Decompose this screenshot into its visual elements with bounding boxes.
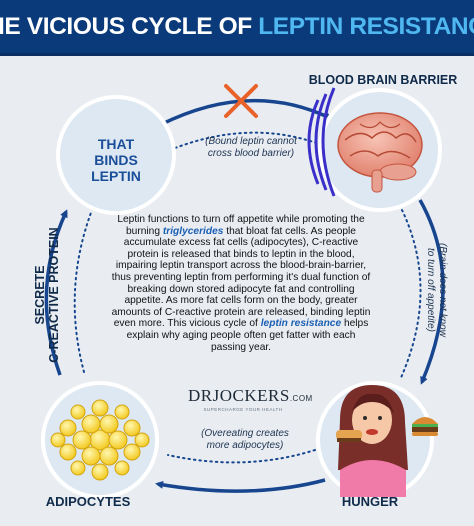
secrete-crp-label: SECRETE C-REACTIVE PROTEIN <box>33 195 63 395</box>
body-seg-1: Leptin functions to turn off appetite wh… <box>117 214 365 237</box>
dotted-arc-left <box>73 209 93 373</box>
hunger-label: HUNGER <box>341 494 399 509</box>
binds-line-2: BINDS <box>94 152 138 168</box>
woman-eating-burger <box>336 385 438 497</box>
overeat-note-line-1: (Overeating creates <box>201 428 289 439</box>
arrow-bottom <box>155 478 326 493</box>
brain-illustration <box>337 112 423 193</box>
binds-line-1: THAT <box>97 136 135 152</box>
adipocytes-label: ADIPOCYTES <box>45 494 131 509</box>
barrier-arcs-icon <box>307 87 336 197</box>
logo-suffix: .COM <box>289 394 313 403</box>
body-em-leptin-resistance: leptin resistance <box>260 318 342 330</box>
x-mark-icon <box>224 84 258 118</box>
dotted-arc-bottom <box>167 449 316 464</box>
explanation-paragraph: Leptin functions to turn off appetite wh… <box>110 214 372 353</box>
logo-main: DRJOCKERS.COM <box>188 386 312 406</box>
secrete-line-1: SECRETE <box>33 265 47 325</box>
arrow-right <box>418 199 445 385</box>
burger-icon <box>412 417 438 436</box>
header: THE VICIOUS CYCLE OF LEPTIN RESISTANCE <box>0 0 474 56</box>
bound-note-line-1: (Bound leptin cannot <box>205 136 297 147</box>
arrow-left <box>44 209 68 376</box>
page-title: THE VICIOUS CYCLE OF LEPTIN RESISTANCE <box>0 13 474 41</box>
brain-note-line-2: to turn off appetite) <box>425 248 436 332</box>
title-part1: THE VICIOUS CYCLE OF <box>0 12 259 40</box>
overeat-note-line-2: more adipocytes) <box>206 440 284 451</box>
fat-cell-cluster <box>50 399 150 481</box>
dotted-arc-top <box>169 131 323 151</box>
drjockers-logo: DRJOCKERS.COM SUPERCHARGE YOUR HEALTH <box>188 386 312 412</box>
blood-brain-barrier-label: BLOOD BRAIN BARRIER <box>308 73 458 87</box>
that-binds-leptin-label: THAT BINDS LEPTIN <box>66 136 166 184</box>
brain-note-line-1: (Brain does not know <box>437 243 448 337</box>
arrow-top <box>159 98 333 127</box>
binds-line-3: LEPTIN <box>91 168 141 184</box>
body-em-triglycerides: triglycerides <box>162 225 224 237</box>
logo-name: DRJOCKERS <box>188 386 290 405</box>
bound-leptin-note: (Bound leptin cannot cross blood barrier… <box>184 136 318 160</box>
secrete-line-2: C-REACTIVE PROTEIN <box>47 227 61 363</box>
bound-note-line-2: cross blood barrier) <box>207 148 295 159</box>
overeating-note: (Overeating creates more adipocytes) <box>180 428 310 452</box>
body-seg-2: that bloat fat cells. As people accumula… <box>111 225 371 330</box>
title-highlight: LEPTIN RESISTANCE <box>258 12 474 40</box>
body-seg-3: helps explain why aging people often get… <box>126 318 369 353</box>
that-binds-leptin-circle <box>56 95 176 215</box>
logo-tagline: SUPERCHARGE YOUR HEALTH <box>203 407 283 412</box>
brain-not-know-note: (Brain does not know to turn off appetit… <box>418 215 448 365</box>
